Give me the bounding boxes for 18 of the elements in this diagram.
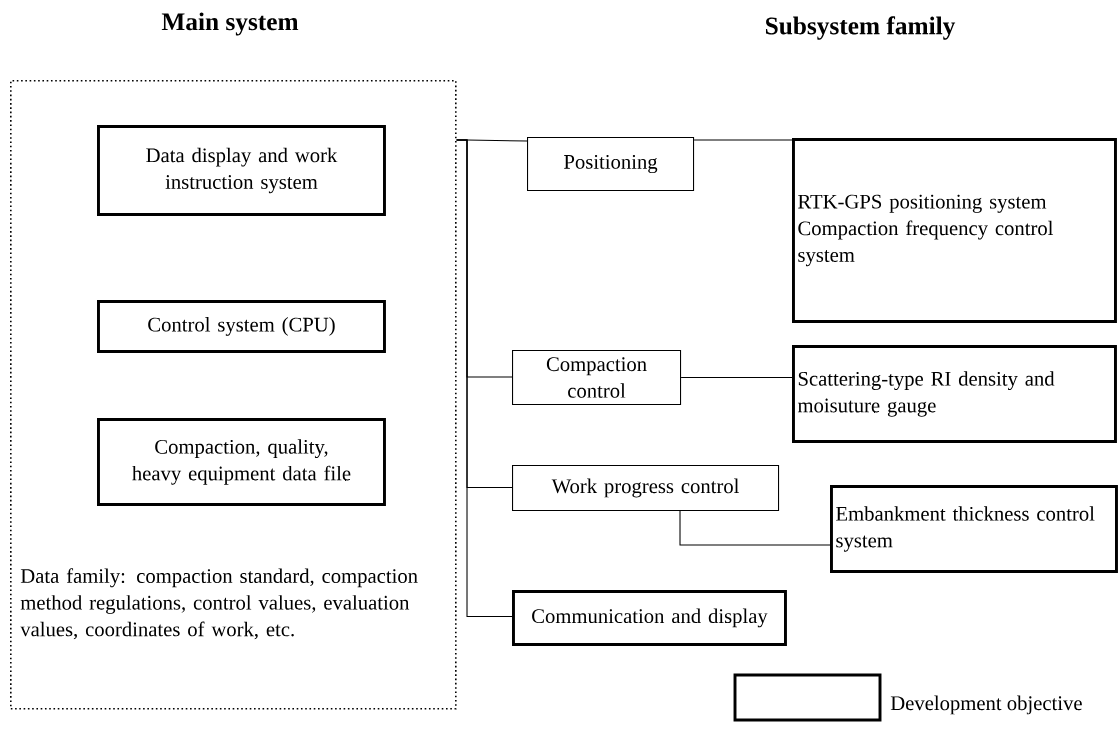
- connector-line: [693, 139, 793, 141]
- connector-line: [456, 139, 513, 618]
- process-box: Positioning: [527, 137, 695, 192]
- objective-box: Communication and display: [512, 590, 787, 646]
- objective-box: Compaction, quality, heavy equipment data file: [97, 418, 386, 506]
- objective-box: Embankment thickness control system: [830, 485, 1118, 573]
- connector-line: [679, 509, 831, 546]
- objective-box: Data display and work instruction system: [97, 125, 386, 216]
- note-text: Data family: compaction standard, compaction method regulations, control values, evaluation values, coordinates of work, etc.: [20, 568, 418, 640]
- objective-box: RTK-GPS positioning system Compaction frequency control system: [792, 138, 1117, 323]
- process-box: Work progress control: [512, 465, 780, 512]
- process-box: Compaction control: [512, 350, 682, 406]
- section-heading: Subsystem family: [766, 16, 956, 40]
- objective-box: Scattering-type RI density and moisuture gauge: [792, 345, 1117, 443]
- group-heading: Main system: [161, 12, 299, 36]
- objective-box: Control system (CPU): [97, 300, 386, 353]
- legend-text: Development objective: [890, 695, 1082, 715]
- connector-line: [680, 377, 793, 379]
